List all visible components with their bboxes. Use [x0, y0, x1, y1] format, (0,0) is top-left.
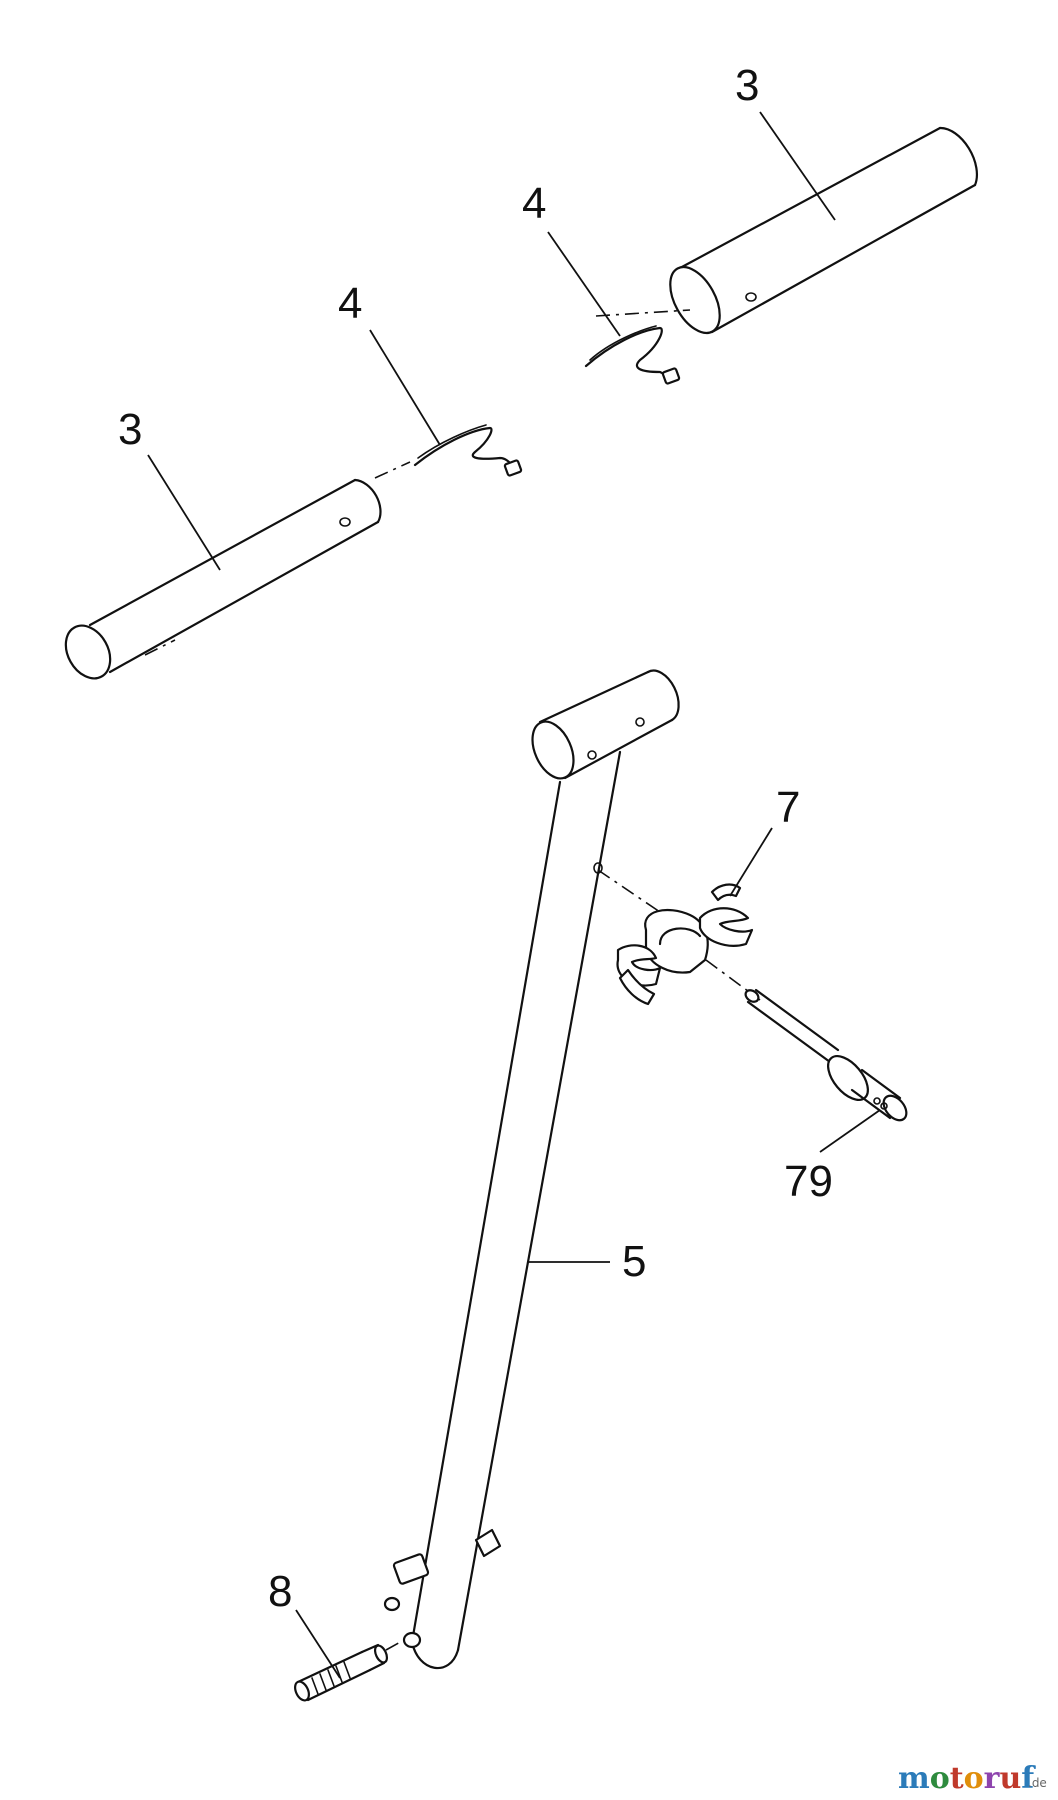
leader-3-upper	[759, 111, 836, 221]
callout-7: 7	[776, 783, 800, 832]
callout-8: 8	[268, 1567, 292, 1616]
callout-79: 79	[784, 1157, 833, 1206]
callout-4-lower: 4	[338, 279, 362, 328]
handle-pipe	[383, 669, 680, 1670]
hose-clip	[597, 869, 761, 1006]
callout-4-upper: 4	[522, 179, 546, 228]
callout-3-lower: 3	[118, 405, 142, 454]
motoruf-logo: motoruf .de	[898, 1761, 1047, 1796]
leader-8	[295, 1609, 341, 1679]
callout-5: 5	[622, 1237, 646, 1286]
leader-4-lower	[369, 329, 441, 446]
wire-clip-lower	[374, 424, 523, 479]
wire-clip-upper	[584, 309, 691, 385]
tube-upper-right	[669, 126, 979, 335]
bolt	[744, 988, 908, 1122]
threaded-stud	[294, 1639, 405, 1702]
svg-text:motoruf: motoruf	[898, 1761, 1036, 1796]
leader-3-lower	[147, 454, 221, 571]
tube-lower-left	[64, 478, 382, 680]
svg-text:.de: .de	[1028, 1776, 1047, 1790]
leader-79	[819, 1109, 881, 1153]
leader-4-upper	[547, 231, 621, 337]
leader-7	[729, 827, 773, 897]
callout-3-upper: 3	[735, 61, 759, 110]
